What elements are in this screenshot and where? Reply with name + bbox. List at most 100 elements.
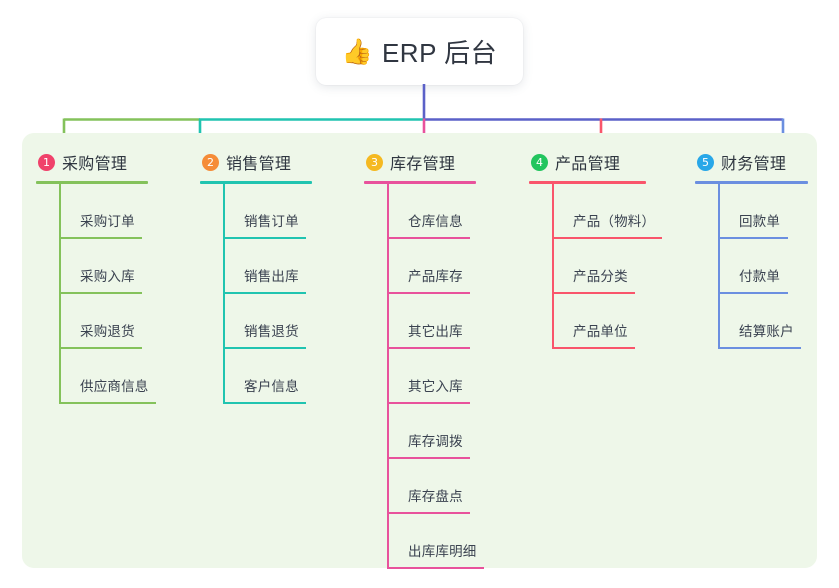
leaf-item[interactable]: 其它入库: [387, 349, 476, 404]
column-1: 1 采购管理采购订单采购入库采购退货供应商信息: [36, 146, 156, 404]
leaf-item[interactable]: 仓库信息: [387, 184, 476, 239]
leaf-item-rule: [387, 402, 470, 404]
column-spine-3: [387, 184, 389, 569]
leaf-item-rule: [59, 237, 142, 239]
column-items-1: 采购订单采购入库采购退货供应商信息: [59, 184, 156, 404]
leaf-item-rule: [387, 292, 470, 294]
column-rule-1: [36, 181, 148, 184]
leaf-item[interactable]: 结算账户: [718, 294, 808, 349]
leaf-item[interactable]: 销售订单: [223, 184, 312, 239]
root-node-title: ERP 后台: [381, 38, 498, 68]
leaf-item[interactable]: 付款单: [718, 239, 808, 294]
leaf-item-label: 采购订单: [80, 214, 135, 229]
leaf-item[interactable]: 供应商信息: [59, 349, 156, 404]
column-items-5: 回款单付款单结算账户: [718, 184, 808, 349]
leaf-item[interactable]: 销售退货: [223, 294, 312, 349]
column-header-2[interactable]: 2 销售管理: [200, 146, 312, 178]
column-5: 5 财务管理回款单付款单结算账户: [695, 146, 808, 349]
leaf-item-rule: [718, 237, 788, 239]
leaf-item-label: 销售订单: [244, 214, 299, 229]
leaf-item-rule: [552, 347, 635, 349]
leaf-item-label: 产品单位: [573, 324, 628, 339]
leaf-item-rule: [387, 567, 484, 569]
leaf-item-label: 采购入库: [80, 269, 135, 284]
leaf-item-label: 销售退货: [244, 324, 299, 339]
column-rule-2: [200, 181, 312, 184]
column-rule-4: [529, 181, 646, 184]
column-header-4[interactable]: 4 产品管理: [529, 146, 646, 178]
leaf-item-rule: [223, 237, 306, 239]
leaf-item[interactable]: 销售出库: [223, 239, 312, 294]
leaf-item-rule: [223, 292, 306, 294]
root-node-card[interactable]: 👍 ERP 后台: [316, 18, 523, 85]
leaf-item[interactable]: 其它出库: [387, 294, 476, 349]
leaf-item-label: 供应商信息: [80, 379, 149, 394]
leaf-item[interactable]: 采购退货: [59, 294, 148, 349]
column-items-2: 销售订单销售出库销售退货客户信息: [223, 184, 312, 404]
leaf-item-label: 回款单: [739, 214, 781, 229]
leaf-item[interactable]: 产品（物料）: [552, 184, 662, 239]
column-rule-5: [695, 181, 808, 184]
column-4: 4 产品管理产品（物料） 产品分类产品单位: [529, 146, 662, 349]
column-header-3[interactable]: 3 库存管理: [364, 146, 476, 178]
column-header-1[interactable]: 1 采购管理: [36, 146, 148, 178]
leaf-item-rule: [718, 292, 788, 294]
leaf-item-label: 产品（物料）: [573, 214, 656, 229]
column-title-2: 销售管理: [226, 156, 292, 173]
column-spine-5: [718, 184, 720, 349]
leaf-item-label: 采购退货: [80, 324, 135, 339]
leaf-item-label: 客户信息: [244, 379, 299, 394]
column-rule-3: [364, 181, 476, 184]
column-items-4: 产品（物料） 产品分类产品单位: [552, 184, 662, 349]
leaf-item-rule: [59, 402, 156, 404]
column-title-5: 财务管理: [721, 156, 787, 173]
leaf-item[interactable]: 产品分类: [552, 239, 646, 294]
leaf-item-rule: [59, 347, 142, 349]
column-spine-2: [223, 184, 225, 404]
leaf-item[interactable]: 客户信息: [223, 349, 312, 404]
leaf-item-label: 产品库存: [408, 269, 463, 284]
leaf-item-rule: [59, 292, 142, 294]
column-3: 3 库存管理仓库信息产品库存其它出库其它入库库存调拨库存盘点出库库明细: [364, 146, 484, 569]
column-badge-1: 1: [38, 153, 55, 171]
leaf-item[interactable]: 库存调拨: [387, 404, 476, 459]
thumbs-up-icon: 👍: [341, 38, 373, 66]
column-badge-2: 2: [202, 153, 219, 171]
leaf-item-label: 结算账户: [739, 324, 794, 339]
column-2: 2 销售管理销售订单销售出库销售退货客户信息: [200, 146, 312, 404]
leaf-item-rule: [223, 347, 306, 349]
column-title-1: 采购管理: [62, 156, 128, 173]
leaf-item[interactable]: 采购订单: [59, 184, 148, 239]
leaf-item-label: 仓库信息: [408, 214, 463, 229]
leaf-item-rule: [552, 292, 635, 294]
leaf-item-rule: [718, 347, 801, 349]
mindmap-panel: 1 采购管理采购订单采购入库采购退货供应商信息 2 销售管理销售订单销售出库销售退货客…: [22, 133, 817, 569]
leaf-item-label: 库存调拨: [408, 434, 463, 449]
leaf-item-label: 销售出库: [244, 269, 299, 284]
leaf-item[interactable]: 产品单位: [552, 294, 646, 349]
leaf-item-label: 产品分类: [573, 269, 628, 284]
leaf-item[interactable]: 产品库存: [387, 239, 476, 294]
leaf-item[interactable]: 库存盘点: [387, 459, 476, 514]
leaf-item[interactable]: 出库库明细: [387, 514, 484, 569]
leaf-item-rule: [223, 402, 306, 404]
leaf-item[interactable]: 回款单: [718, 184, 808, 239]
leaf-item-label: 出库库明细: [408, 544, 477, 559]
leaf-item-label: 付款单: [739, 269, 781, 284]
leaf-item-label: 库存盘点: [408, 489, 463, 504]
leaf-item-rule: [387, 457, 470, 459]
column-title-3: 库存管理: [390, 156, 456, 173]
leaf-item-label: 其它出库: [408, 324, 463, 339]
leaf-item-rule: [552, 237, 662, 239]
leaf-item-label: 其它入库: [408, 379, 463, 394]
column-header-5[interactable]: 5 财务管理: [695, 146, 808, 178]
leaf-item-rule: [387, 347, 470, 349]
column-title-4: 产品管理: [555, 156, 621, 173]
leaf-item[interactable]: 采购入库: [59, 239, 148, 294]
column-badge-4: 4: [531, 153, 548, 171]
column-badge-5: 5: [697, 153, 714, 171]
column-items-3: 仓库信息产品库存其它出库其它入库库存调拨库存盘点出库库明细: [387, 184, 484, 569]
column-spine-1: [59, 184, 61, 404]
leaf-item-rule: [387, 512, 470, 514]
column-badge-3: 3: [366, 153, 383, 171]
